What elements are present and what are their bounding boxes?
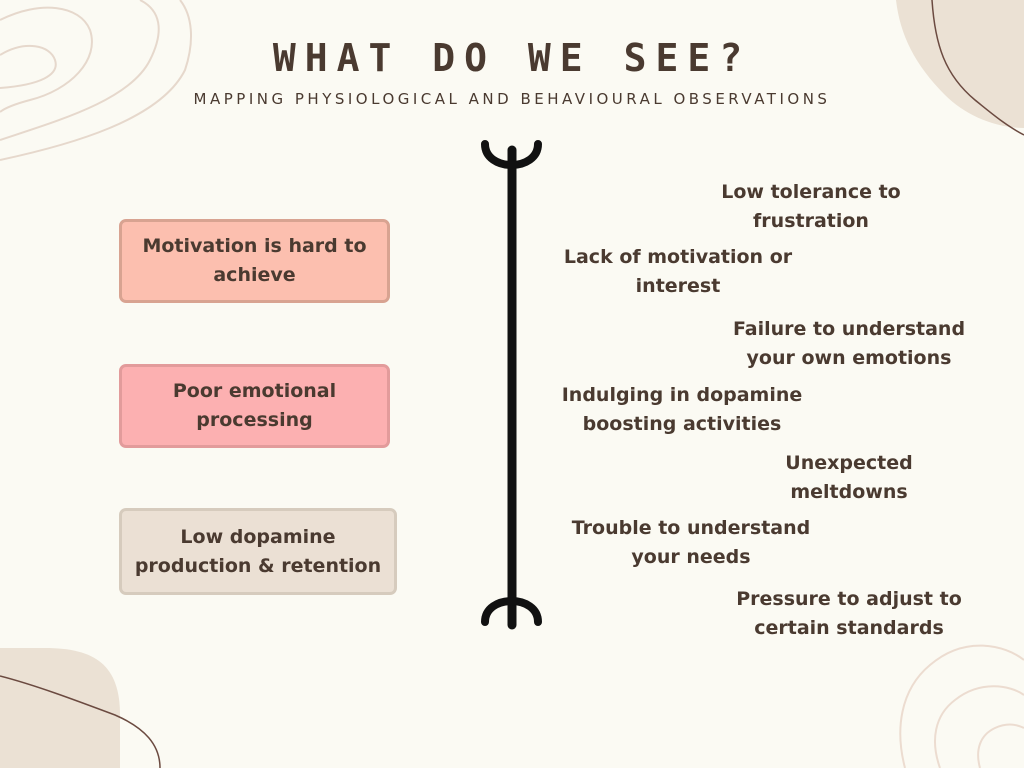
blob-line-bottom-left (0, 675, 161, 768)
contour-lines-bottom-right (899, 644, 1024, 768)
central-arrow (481, 140, 542, 630)
blob-line-top-right (931, 0, 1024, 136)
cause-box-motivation: Motivation is hard to achieve (119, 219, 390, 303)
blob-top-right (896, 0, 1024, 128)
cause-label: Low dopamine production & retention (134, 525, 382, 577)
observation-meltdowns: Unexpected meltdowns (785, 452, 913, 503)
observation-trouble-needs: Trouble to understand your needs (571, 517, 811, 568)
cause-label: Motivation is hard to achieve (142, 235, 367, 286)
observation-lack-motivation: Lack of motivation or interest (563, 246, 793, 297)
blob-bottom-left (0, 648, 120, 768)
observation-failure-understand-emotions: Failure to understand your own emotions (732, 318, 966, 369)
observation-dopamine-activities: Indulging in dopamine boosting activitie… (561, 384, 803, 435)
cause-box-emotional-processing: Poor emotional processing (119, 364, 390, 448)
contour-lines-top-left (0, 0, 192, 161)
page-subtitle: MAPPING PHYSIOLOGICAL AND BEHAVIOURAL OB… (193, 90, 831, 108)
cause-label: Poor emotional processing (172, 380, 337, 431)
page-title: WHAT DO WE SEE? (272, 36, 752, 80)
cause-box-dopamine: Low dopamine production & retention (119, 508, 397, 595)
observation-low-tolerance: Low tolerance to frustration (721, 181, 901, 232)
observation-pressure-standards: Pressure to adjust to certain standards (736, 588, 962, 639)
